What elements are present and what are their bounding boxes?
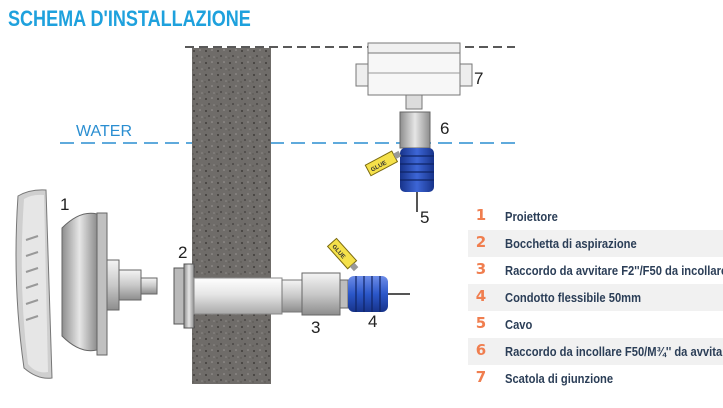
legend-text: Bocchetta di aspirazione	[505, 236, 637, 251]
projector	[15, 189, 158, 379]
suction-fitting	[173, 263, 195, 329]
fitting-6	[399, 111, 431, 149]
legend-number: 7	[475, 368, 487, 386]
callout-2: 2	[178, 243, 187, 262]
fitting-3-neck	[339, 279, 349, 309]
legend-number: 4	[475, 287, 487, 305]
legend-row: 1 Proiettore	[468, 203, 723, 230]
legend-row: 5 Cavo	[468, 311, 723, 338]
callout-5: 5	[420, 208, 429, 227]
legend-number: 2	[475, 233, 487, 251]
legend-text: Cavo	[505, 317, 533, 332]
fitting-3	[301, 272, 341, 316]
legend-number: 3	[475, 260, 487, 278]
legend-row: 6 Raccordo da incollare F50/M¾'' da avvit…	[468, 338, 723, 365]
legend-row: 4 Condotto flessibile 50mm	[468, 284, 723, 311]
flexible-hose-vertical	[400, 148, 434, 212]
legend-row: 2 Bocchetta di aspirazione	[468, 230, 723, 257]
callout-4: 4	[368, 312, 377, 331]
glue-tube-vertical: GLUE	[364, 150, 402, 177]
callout-6: 6	[440, 119, 449, 138]
legend-text: Scatola di giunzione	[505, 371, 614, 386]
callout-7: 7	[474, 69, 483, 88]
junction-box	[355, 42, 473, 110]
legend-number: 1	[475, 206, 487, 224]
legend-text: Condotto flessibile 50mm	[505, 290, 642, 305]
flexible-hose-horizontal	[348, 276, 410, 312]
legend-text: Raccordo da avvitare F2''/F50 da incolla…	[505, 263, 723, 278]
pool-wall	[192, 48, 271, 384]
diagram-title: SCHEMA D'INSTALLAZIONE	[8, 6, 251, 31]
glue-tube-horizontal: GLUE	[326, 237, 359, 272]
pipe-thread	[281, 279, 303, 313]
pipe-horizontal	[193, 277, 283, 315]
legend-row: 7 Scatola di giunzione	[468, 365, 723, 392]
legend-number: 6	[475, 341, 487, 359]
legend-text: Proiettore	[505, 209, 558, 224]
water-label: WATER	[76, 123, 132, 140]
callout-3: 3	[311, 318, 320, 337]
legend-row: 3 Raccordo da avvitare F2''/F50 da incoll…	[468, 257, 723, 284]
legend-text: Raccordo da incollare F50/M¾'' da avvita…	[505, 344, 723, 359]
callout-1: 1	[60, 195, 69, 214]
legend-number: 5	[475, 314, 487, 332]
